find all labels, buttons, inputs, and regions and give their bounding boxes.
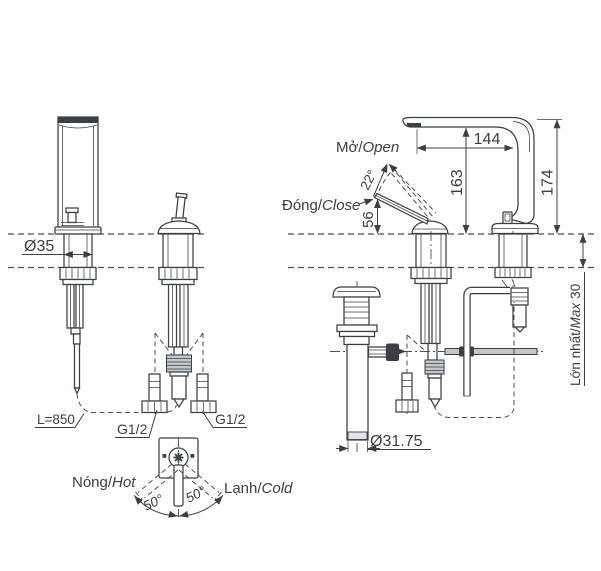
spout-front-view: Ø35 L=850 xyxy=(22,116,177,428)
dim-lever-height-label: 56 xyxy=(360,211,377,228)
close-label: Đóng/Close xyxy=(282,197,360,214)
aerator xyxy=(407,123,421,127)
lever-closed xyxy=(373,192,429,225)
dim-spout-height-label: 163 xyxy=(449,169,466,196)
angle-left-label: 50° xyxy=(141,491,166,514)
dim-spout-reach-label: 144 xyxy=(474,131,501,148)
dim-spout-height: 163 xyxy=(449,127,470,234)
hose-dashed-path xyxy=(76,393,177,413)
spout-diameter-label: Ø35 xyxy=(24,238,54,255)
spout-cap xyxy=(58,117,98,123)
drain-plug-cap xyxy=(332,286,381,298)
cold-label: Lạnh/Cold xyxy=(224,480,293,497)
thread-callout-right: G1/2 xyxy=(202,411,247,428)
supply-fitting-left xyxy=(141,373,168,414)
hose-loop-dashed xyxy=(433,302,515,418)
lift-rod-fitting xyxy=(395,334,426,414)
hose-length-label: L=850 xyxy=(37,412,75,427)
drain-actuator-knob xyxy=(386,343,399,361)
handle-angle-view: 50° 50° Nóng/Hot Lạnh/Cold xyxy=(72,437,293,518)
angle-right-label: 50° xyxy=(183,483,208,506)
drain-assembly: Ø31.75 xyxy=(332,281,431,452)
spout-underdeck xyxy=(494,231,532,333)
thread-size-right-label: G1/2 xyxy=(215,411,246,427)
supply-fitting-right xyxy=(190,373,217,414)
hose-connector-nut xyxy=(166,354,192,373)
thread-size-left-label: G1/2 xyxy=(117,421,148,437)
hot-label: Nóng/Hot xyxy=(72,474,136,491)
dim-deck-max: Lớn nhất/Max30 xyxy=(568,233,587,386)
supply-pipe xyxy=(463,278,516,397)
dim-spout-reach: 144 xyxy=(416,129,514,154)
handle-rotated-dashed xyxy=(135,463,222,500)
angle-arc xyxy=(133,494,224,518)
dim-overall-height-label: 174 xyxy=(540,169,557,196)
spout-body xyxy=(402,116,535,225)
lever-open-dashed xyxy=(378,168,437,220)
valve-front-view: G1/2 G1/2 xyxy=(115,192,247,438)
dim-overall-height: 174 xyxy=(537,119,562,234)
valve-underdeck xyxy=(410,231,452,409)
hose-length-callout: L=850 xyxy=(35,412,85,428)
dim-lever-height: 56 xyxy=(360,199,381,234)
drain-diameter-label: Ø31.75 xyxy=(370,433,423,450)
faucet-side-view: Mở/Open Đóng/Close 22° 56 144 163 xyxy=(282,116,587,418)
thread-callout-left: G1/2 xyxy=(115,409,158,438)
handle-neutral xyxy=(173,464,184,507)
open-label: Mở/Open xyxy=(336,139,399,156)
dim-spout-diameter: Ø35 xyxy=(22,238,93,258)
deck-max-label: Lớn nhất/Max30 xyxy=(568,284,583,386)
lever-valve-dome xyxy=(411,220,449,235)
dim-drain-diameter: Ø31.75 xyxy=(336,433,431,452)
valve-dome xyxy=(157,220,201,235)
